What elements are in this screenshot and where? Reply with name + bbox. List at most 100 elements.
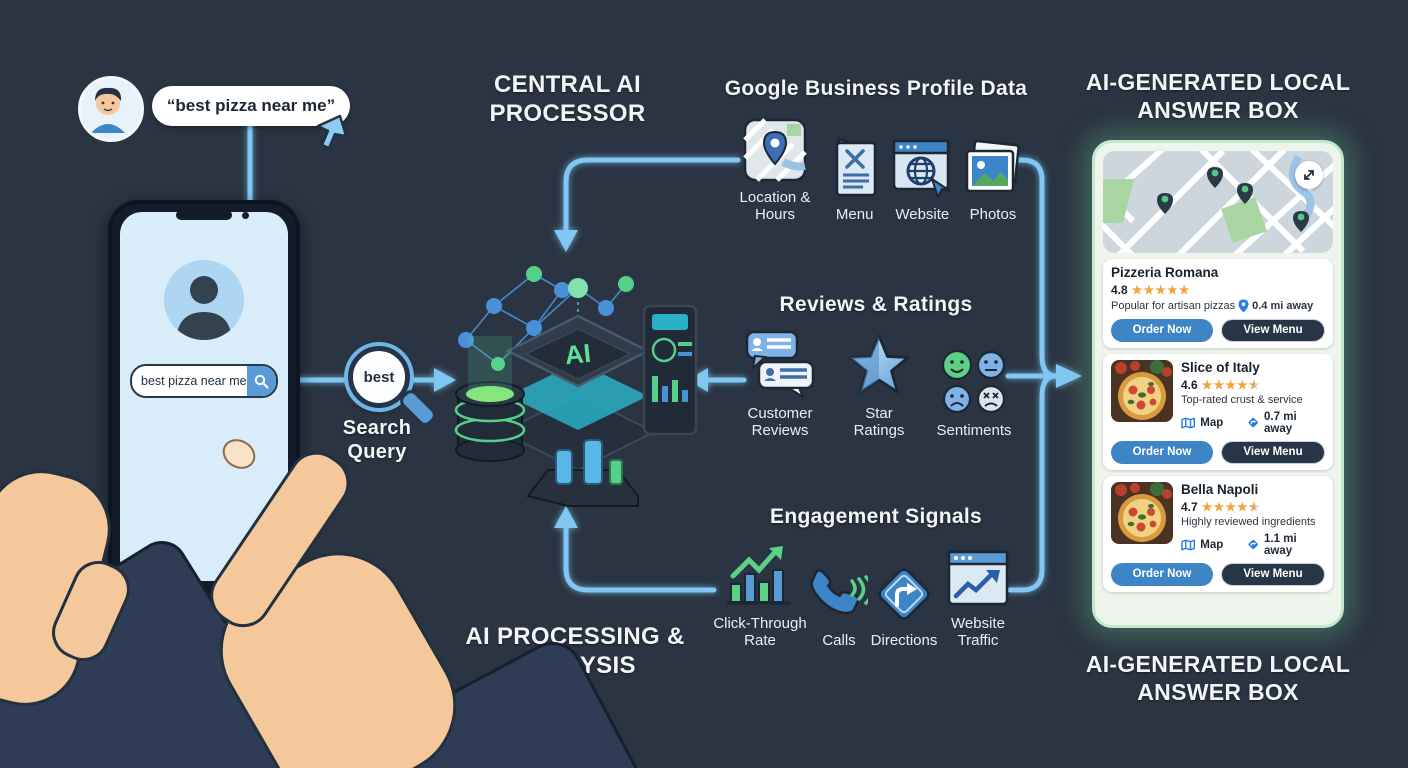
search-input-value: best pizza near me	[141, 374, 247, 388]
search-input[interactable]: best pizza near me	[130, 364, 278, 398]
order-now-button[interactable]: Order Now	[1111, 318, 1213, 342]
star-rating-icons: ★★★★★	[1202, 379, 1261, 391]
local-answer-box: Pizzeria Romana 4.8 ★★★★★ Popular for ar…	[1092, 140, 1344, 628]
star-rating-icons: ★★★★★	[1202, 501, 1261, 513]
listing-name: Slice of Italy	[1181, 359, 1260, 375]
listing-description: Popular for artisan pizzas	[1111, 299, 1236, 312]
listing-card[interactable]: Slice of Italy 4.6 ★★★★★ Top-rated crust…	[1103, 353, 1333, 470]
browser-globe-icon	[893, 140, 951, 200]
engagement-item-label: Click-Through Rate	[713, 615, 807, 650]
svg-text:AI: AI	[563, 338, 592, 371]
directions-icon	[1248, 418, 1258, 428]
gbp-item-label: Photos	[969, 206, 1017, 224]
phone-icon	[810, 569, 868, 615]
gbp-item-location-hours: Location & Hours	[732, 118, 818, 224]
engagement-item-calls: Calls	[810, 561, 868, 650]
user-face-illustration	[81, 79, 135, 133]
gbp-item-label: Location & Hours	[739, 189, 811, 224]
map-link[interactable]: Map	[1200, 416, 1224, 429]
engagement-item-label: Website Traffic	[951, 615, 1005, 650]
expand-map-button[interactable]	[1295, 161, 1323, 189]
gbp-item-website: Website	[891, 135, 953, 223]
emoji-faces-icon	[941, 350, 1006, 414]
listing-distance: 1.1 mi away	[1264, 532, 1297, 557]
chat-bubbles-icon	[745, 330, 815, 398]
order-now-label: Order Now	[1132, 324, 1192, 337]
profile-avatar	[164, 260, 244, 340]
star-icon	[848, 334, 910, 394]
gbp-item-photos: Photos	[962, 139, 1024, 223]
map-illustration	[1103, 151, 1333, 253]
listing-distance: 0.4 mi away	[1252, 299, 1314, 312]
gbp-item-label: Menu	[835, 206, 874, 224]
pizza-photo	[1111, 481, 1173, 544]
listing-card[interactable]: Bella Napoli 4.7 ★★★★★ Highly reviewed i…	[1103, 475, 1333, 592]
order-now-button[interactable]: Order Now	[1111, 440, 1213, 464]
cursor-icon[interactable]	[304, 110, 350, 156]
listing-name: Pizzeria Romana	[1111, 265, 1219, 280]
view-menu-label: View Menu	[1243, 446, 1303, 459]
view-menu-label: View Menu	[1243, 324, 1303, 337]
map-icon	[1181, 539, 1196, 551]
gbp-item-menu: Menu	[827, 135, 883, 223]
engagement-title: Engagement Signals	[770, 505, 982, 528]
star-rating-icons: ★★★★★	[1131, 282, 1191, 297]
engagement-item-label: Calls	[822, 632, 856, 650]
engagement-item-ctr: Click-Through Rate	[710, 542, 810, 650]
traffic-chart-icon	[947, 550, 1009, 606]
listing-description: Top-rated crust & service	[1181, 393, 1303, 406]
listing-rating: 4.6	[1181, 377, 1198, 392]
view-menu-button[interactable]: View Menu	[1221, 562, 1325, 586]
map-pin-icon	[743, 118, 807, 182]
search-icon	[254, 374, 269, 388]
user-avatar	[78, 76, 144, 142]
results-map[interactable]	[1103, 151, 1333, 253]
order-now-button[interactable]: Order Now	[1111, 562, 1213, 586]
engagement-item-directions: Directions	[868, 563, 940, 649]
gbp-item-label: Website	[895, 206, 950, 224]
magnifier-text: best	[363, 368, 395, 386]
search-query-label: Search Query	[342, 417, 412, 464]
reviews-icons: Customer Reviews Star Ratings	[734, 330, 1016, 440]
pizza-photo	[1111, 359, 1173, 422]
search-button[interactable]	[246, 366, 276, 396]
order-now-label: Order Now	[1132, 446, 1192, 459]
map-link[interactable]: Map	[1200, 538, 1224, 551]
reviews-item-label: Star Ratings	[853, 405, 905, 440]
listing-rating: 4.7	[1181, 499, 1198, 514]
listing-description: Highly reviewed ingredients	[1181, 515, 1316, 528]
engagement-item-label: Directions	[870, 632, 938, 650]
answer-box-title-top: AI-GENERATED LOCAL ANSWER BOX	[1085, 69, 1351, 124]
listing-card[interactable]: Pizzeria Romana 4.8 ★★★★★ Popular for ar…	[1103, 259, 1333, 348]
gbp-title: Google Business Profile Data	[724, 77, 1028, 100]
engagement-icons: Click-Through Rate Calls Directions	[710, 542, 1012, 650]
ai-processor-illustration: AI	[454, 266, 698, 507]
listing-rating: 4.8	[1111, 282, 1128, 297]
direction-sign-icon	[878, 568, 930, 620]
answer-box-title-bottom: AI-GENERATED LOCAL ANSWER BOX	[1085, 651, 1351, 706]
menu-card-icon	[835, 137, 876, 197]
directions-icon	[1248, 539, 1258, 550]
photos-icon	[965, 140, 1020, 193]
view-menu-button[interactable]: View Menu	[1221, 318, 1325, 342]
reviews-item-sentiments: Sentiments	[932, 349, 1016, 439]
reviews-item-customer-reviews: Customer Reviews	[734, 330, 826, 440]
bar-chart-arrow-icon	[727, 546, 791, 605]
central-processor-title: CENTRAL AI PROCESSOR	[489, 71, 646, 128]
reviews-item-star-ratings: Star Ratings	[841, 332, 917, 440]
reviews-title: Reviews & Ratings	[779, 293, 973, 316]
view-menu-button[interactable]: View Menu	[1221, 440, 1325, 464]
engagement-item-website-traffic: Website Traffic	[944, 550, 1012, 650]
reviews-item-label: Sentiments	[936, 422, 1012, 440]
query-speech-bubble: “best pizza near me”	[152, 86, 350, 126]
order-now-label: Order Now	[1132, 568, 1192, 581]
gbp-icons: Location & Hours Menu Website	[732, 118, 1024, 224]
query-text: “best pizza near me”	[166, 96, 336, 115]
map-icon	[1181, 417, 1196, 429]
expand-icon	[1304, 170, 1314, 180]
view-menu-label: View Menu	[1243, 568, 1303, 581]
listing-distance: 0.7 mi away	[1264, 410, 1297, 435]
location-pin-icon	[1238, 299, 1249, 313]
listing-name: Bella Napoli	[1181, 481, 1259, 497]
